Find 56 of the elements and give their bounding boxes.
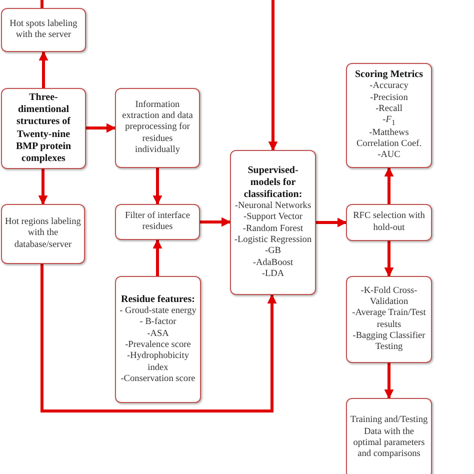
box-heading: Residue features:	[121, 294, 195, 306]
box-text: RFC selection with hold-out	[352, 211, 426, 234]
box-text: Filter of interface residues	[124, 210, 192, 234]
box-text: -F$_{1}$	[382, 115, 396, 128]
box-text: -Recall	[376, 104, 402, 116]
box-text: -Conservation score	[120, 374, 196, 386]
process-box	[346, 63, 432, 168]
process-box	[115, 88, 200, 168]
process-box	[115, 204, 200, 240]
box-text: -Random Forest	[242, 224, 304, 236]
box-heading: Scoring Metrics	[354, 69, 424, 82]
process-box	[230, 150, 316, 295]
process-box	[346, 204, 432, 241]
box-heading: Supervised-models for classification:	[242, 164, 304, 202]
box-text: -Bagging Classifier Testing	[352, 330, 426, 354]
process-box	[1, 8, 86, 52]
box-text: -ASA	[147, 328, 169, 340]
arrow	[38, 51, 48, 88]
process-box	[1, 88, 86, 169]
box-text: -Neuronal Networks	[234, 201, 312, 212]
box-text: - B-factor	[140, 317, 176, 329]
arrow	[200, 217, 231, 227]
arrow	[152, 168, 162, 205]
arrow	[38, 169, 48, 205]
box-text: Training and/Testing Data with the optimal parameters and comparisons	[350, 415, 428, 461]
box-text: - Groud-state energy	[120, 306, 196, 318]
process-box	[115, 276, 201, 403]
box-text: Information extraction and data preprocessing for residues individually	[121, 100, 194, 156]
box-text: -Support Vector	[244, 212, 302, 224]
arrow	[316, 218, 347, 228]
process-box	[346, 276, 432, 363]
process-box	[1, 204, 85, 264]
box-text: -AdaBoost	[252, 258, 294, 270]
box-text: -Accuracy	[370, 81, 408, 93]
box-text: -Average Train/Test results	[351, 308, 427, 331]
box-text: -K-Fold Cross-Validation	[360, 286, 418, 308]
connector-line	[40, 0, 44, 8]
box-text: Hot spots labeling with the server	[8, 18, 78, 42]
box-text: -Matthews Correlation Coef.	[355, 128, 423, 150]
arrow	[268, 0, 278, 151]
arrow	[86, 123, 116, 133]
arrow	[384, 167, 394, 204]
box-text: -AUC	[378, 150, 400, 162]
box-text: -Logistic Regression	[234, 235, 312, 246]
box-text: -LDA	[262, 269, 284, 280]
arrow	[152, 239, 162, 276]
arrow	[40, 264, 277, 412]
arrow	[384, 241, 394, 277]
arrow	[384, 363, 394, 399]
box-text: Three-dimentional structures of Twenty-nine BMP protein complexes	[14, 92, 72, 166]
box-text: -Precision	[370, 92, 408, 104]
box-text: Hot regions labeling with the database/server	[5, 217, 81, 251]
process-box	[346, 398, 432, 474]
box-text: -Prevalence score	[125, 340, 191, 352]
box-text: -Hydrophobicity index	[126, 351, 190, 374]
box-text: -GB	[264, 246, 281, 258]
